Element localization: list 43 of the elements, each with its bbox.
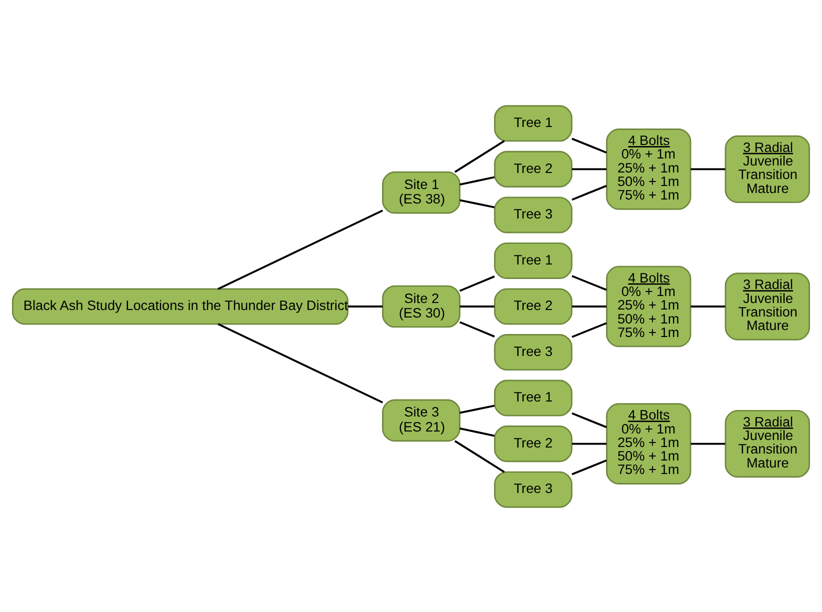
connector (460, 305, 494, 307)
connector (690, 442, 726, 444)
node-box: Tree 1 (494, 242, 572, 278)
node-box: Tree 2 (494, 288, 572, 324)
node-box: Site 1 (ES 38) (382, 170, 460, 214)
connector (572, 442, 606, 444)
connector (459, 275, 495, 292)
connector (572, 274, 607, 290)
node-box: 3 Radial Juvenile Transition Mature (724, 134, 810, 203)
connector (572, 459, 607, 475)
connector (454, 140, 505, 172)
node-box: Tree 3 (494, 334, 572, 370)
connector (572, 412, 607, 428)
connector (572, 168, 606, 170)
node-box: 4 Bolts 0% + 1m 25% + 1m 50% + 1m 75% + 1m (606, 265, 692, 347)
connector (348, 305, 383, 307)
node-box: 4 Bolts 0% + 1m 25% + 1m 50% + 1m 75% + 1m (606, 402, 692, 484)
connector (690, 305, 726, 307)
node-box: Tree 2 (494, 425, 572, 462)
node-box: Site 2 (ES 30) (382, 284, 460, 328)
node-box: 4 Bolts 0% + 1m 25% + 1m 50% + 1m 75% + 1m (606, 128, 692, 210)
connector (454, 440, 505, 472)
node-box: Tree 2 (494, 150, 572, 187)
connector (460, 426, 495, 436)
connector (460, 176, 495, 186)
connector (572, 184, 607, 200)
connector (218, 209, 384, 290)
node-box: 3 Radial Juvenile Transition Mature (724, 272, 810, 340)
node-box: Tree 3 (494, 470, 572, 508)
node-box: Tree 1 (494, 379, 572, 416)
connector (690, 168, 726, 170)
node-box: Site 3 (ES 21) (382, 398, 460, 442)
node-box: Tree 3 (494, 196, 572, 233)
connector (572, 305, 606, 307)
connector (572, 322, 607, 338)
connector (459, 320, 495, 337)
connector (460, 198, 495, 208)
connector (218, 322, 384, 403)
node-box: 3 Radial Juvenile Transition Mature (724, 409, 810, 478)
node-box: Tree 1 (494, 104, 572, 142)
connector (460, 404, 495, 414)
connector (572, 137, 607, 153)
node-box: Black Ash Study Locations in the Thunder Bay District (12, 288, 348, 324)
